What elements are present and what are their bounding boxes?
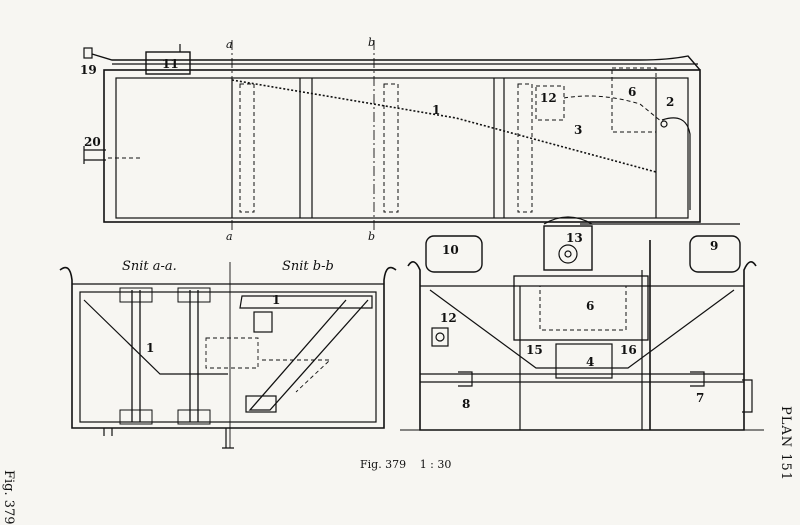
label-4: 4 [586, 355, 594, 369]
section-title-a: Snit a-a. [122, 259, 177, 274]
section-mark-a-bottom: a [226, 230, 233, 243]
label-8: 8 [462, 397, 470, 411]
figure-scale: 1 : 30 [419, 458, 452, 471]
section-mark-b-bottom: b [368, 230, 375, 243]
figure-number: Fig. 379 [360, 458, 407, 471]
end-elevation-view [400, 216, 764, 431]
section-ab-view [59, 262, 397, 449]
label-7: 7 [696, 391, 704, 405]
section-mark-a-top: a [226, 38, 233, 51]
plate-header: PLAN 151 [778, 406, 793, 482]
section-title-b: Snit b-b [282, 259, 334, 274]
part-labels: 19 11 1 12 6 2 3 20 1 1 10 13 9 6 12 15 … [80, 57, 718, 411]
label-1-sec-b: 1 [272, 293, 280, 307]
label-9: 9 [710, 239, 718, 253]
plan-view [83, 40, 740, 230]
label-6-plan: 6 [628, 85, 636, 99]
label-3: 3 [574, 123, 582, 137]
label-19: 19 [80, 63, 97, 77]
section-mark-b-top: b [368, 36, 375, 49]
section-titles: Snit a-a. Snit b-b [122, 259, 334, 274]
figure-caption: Fig. 379 1 : 30 [360, 458, 451, 471]
label-12-plan: 12 [540, 91, 557, 105]
label-1-sec-a: 1 [146, 341, 154, 355]
section-marks: a b a b [226, 36, 375, 243]
label-16: 16 [620, 343, 637, 357]
label-15: 15 [526, 343, 543, 357]
side-figure-caption: Fig. 379 [1, 470, 16, 525]
label-1-plan: 1 [432, 103, 440, 117]
label-13: 13 [566, 231, 583, 245]
label-11: 11 [162, 57, 179, 71]
label-12-elev: 12 [440, 311, 457, 325]
label-6-elev: 6 [586, 299, 594, 313]
label-10: 10 [442, 243, 459, 257]
label-2: 2 [666, 95, 674, 109]
label-20: 20 [84, 135, 101, 149]
